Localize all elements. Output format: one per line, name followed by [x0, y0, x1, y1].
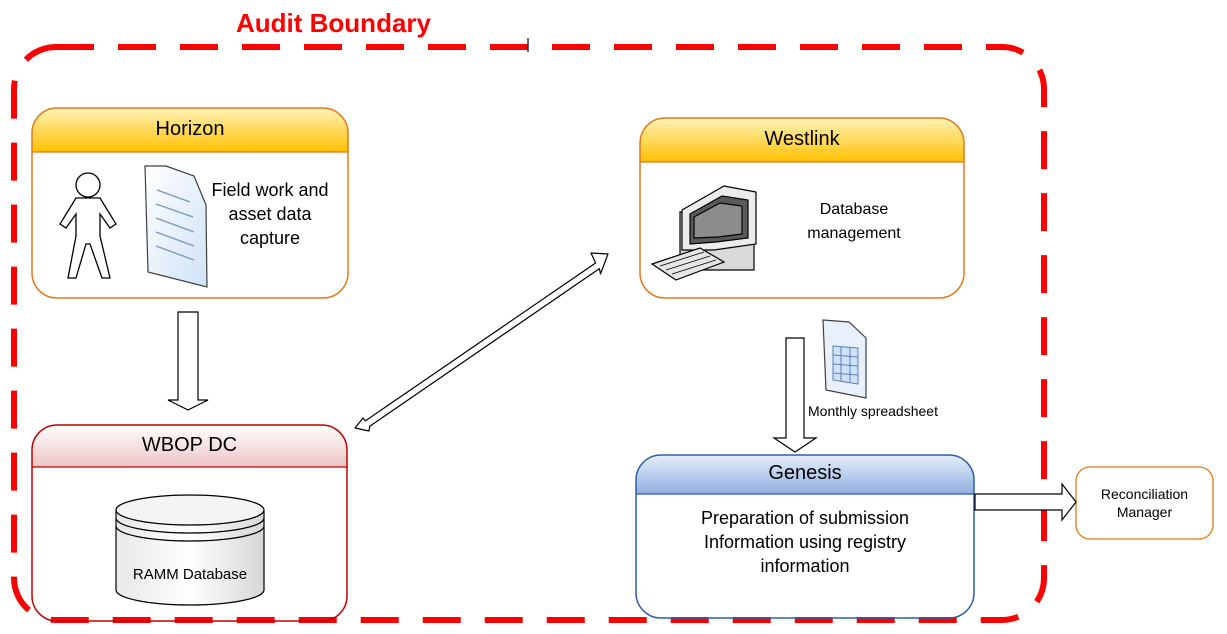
horizon-body: Field work and asset data capture: [190, 178, 350, 250]
horizon-box: [31, 107, 349, 299]
audit-boundary-title: Audit Boundary: [236, 8, 431, 38]
genesis-body-line: information: [760, 556, 850, 576]
person-icon: [59, 172, 117, 279]
westlink-body-line: management: [807, 225, 901, 242]
monthly-spreadsheet-label: Monthly spreadsheet: [808, 403, 938, 419]
genesis-body-line: Information using registry: [703, 532, 907, 552]
reconciliation-body-line: Manager: [1116, 504, 1173, 520]
reconciliation-box: [1075, 466, 1214, 540]
wbop-box: [31, 424, 348, 622]
genesis-body: Preparation of submission Information us…: [636, 506, 974, 578]
genesis-header: Genesis: [768, 462, 842, 484]
genesis-box: [635, 454, 975, 619]
arrow-genesis-to-reconciliation: [974, 482, 1077, 522]
computer-icon: [650, 185, 757, 281]
document-icon: [144, 165, 208, 288]
boundary-mark-text: I: [521, 36, 535, 37]
horizon-body-line: asset data: [228, 204, 312, 224]
arrow-westlink-to-genesis: [772, 337, 818, 453]
genesis-body-line: Preparation of submission: [700, 508, 910, 528]
arrow-wbop-westlink-bidirectional: [354, 252, 609, 432]
westlink-body-line: Database: [819, 201, 889, 218]
westlink-body: Database management: [774, 198, 934, 246]
audit-boundary: [11, 44, 1047, 623]
horizon-header: Horizon: [155, 118, 225, 140]
horizon-body-line: Field work and: [211, 180, 329, 200]
ramm-database-label: RAMM Database: [132, 566, 248, 583]
horizon-body-line: capture: [239, 228, 301, 248]
arrow-horizon-to-wbop: [167, 311, 209, 411]
reconciliation-body: Reconciliation Manager: [1076, 485, 1213, 521]
database-icon: [115, 494, 265, 606]
westlink-header: Westlink: [764, 128, 840, 150]
spreadsheet-icon: [822, 319, 867, 399]
westlink-box: [639, 117, 965, 299]
reconciliation-body-line: Reconciliation: [1100, 486, 1189, 502]
wbop-header: WBOP DC: [141, 434, 238, 456]
